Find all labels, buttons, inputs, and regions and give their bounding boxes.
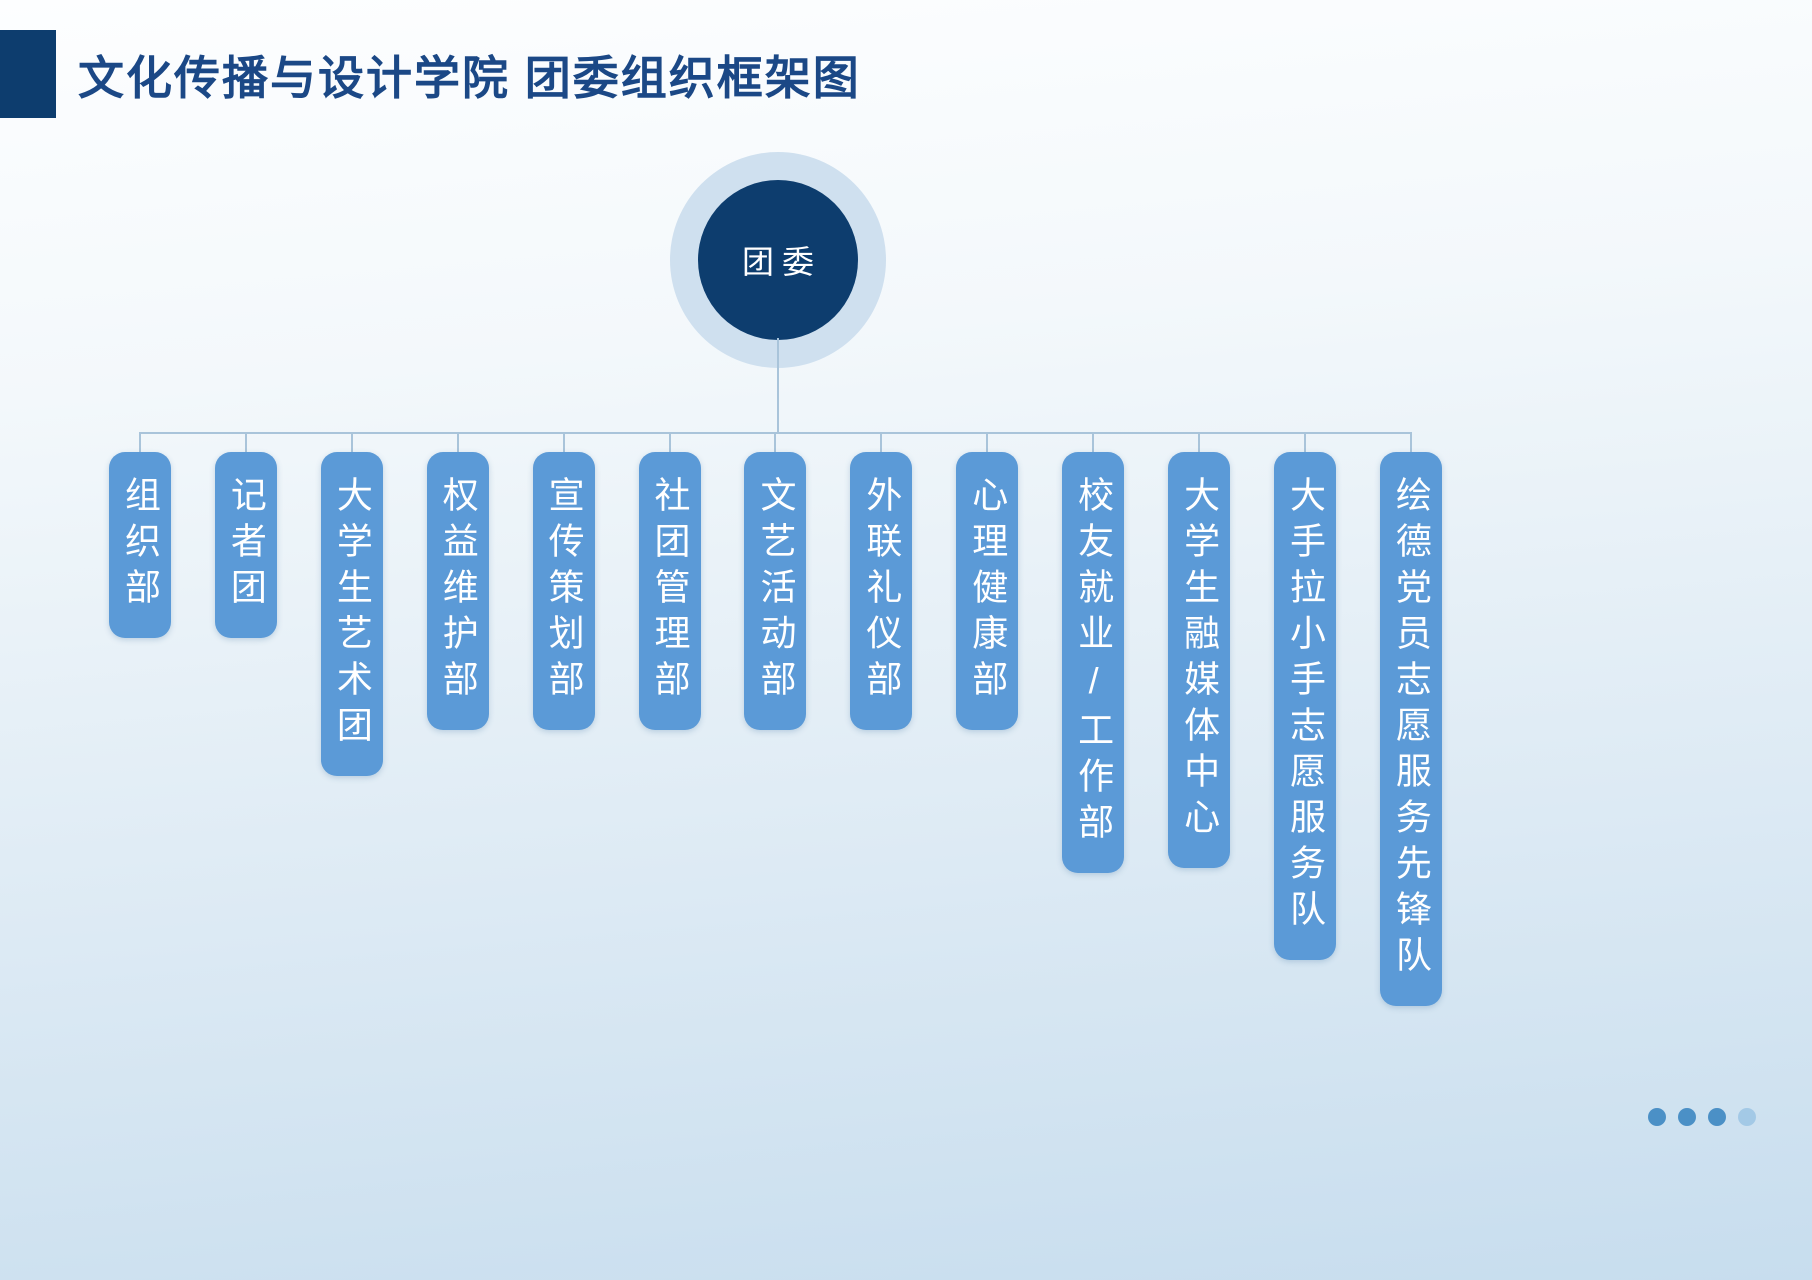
pagination-dot[interactable] xyxy=(1648,1108,1666,1126)
org-branch: 外联礼仪部 xyxy=(850,432,913,1006)
department-node: 宣传策划部 xyxy=(532,452,595,730)
connector-line xyxy=(880,432,883,452)
org-branch: 记者团 xyxy=(214,432,277,1006)
org-branch: 心理健康部 xyxy=(956,432,1019,1006)
connector-line xyxy=(668,432,671,452)
department-node: 权益维护部 xyxy=(426,452,489,730)
root-node: 团委 xyxy=(698,180,858,340)
trunk-connector-line xyxy=(777,338,779,434)
department-node: 大学生艺术团 xyxy=(320,452,383,776)
department-label: 大学生融媒体中心 xyxy=(1179,476,1221,844)
department-label: 组织部 xyxy=(120,476,161,614)
department-label: 外联礼仪部 xyxy=(861,476,903,706)
connector-line xyxy=(774,432,777,452)
department-label: 绘德党员志愿服务先锋队 xyxy=(1390,476,1432,982)
connector-line xyxy=(562,432,565,452)
department-label: 大手拉小手志愿服务队 xyxy=(1284,476,1326,936)
department-node: 文艺活动部 xyxy=(744,452,807,730)
connector-line xyxy=(1409,432,1412,452)
org-branch: 大手拉小手志愿服务队 xyxy=(1273,432,1336,1006)
department-node: 绘德党员志愿服务先锋队 xyxy=(1379,452,1442,1006)
pagination-dot[interactable] xyxy=(1738,1108,1756,1126)
pagination-dot[interactable] xyxy=(1678,1108,1696,1126)
org-branch: 组织部 xyxy=(109,432,171,1006)
department-node: 校友就业/工作部 xyxy=(1062,452,1125,873)
department-label: 权益维护部 xyxy=(437,476,479,706)
department-label: 校友就业/工作部 xyxy=(1073,476,1115,849)
department-node: 社团管理部 xyxy=(638,452,701,730)
org-branch: 大学生艺术团 xyxy=(320,432,383,1006)
connector-line xyxy=(456,432,459,452)
department-node: 记者团 xyxy=(214,452,277,638)
department-node: 组织部 xyxy=(109,452,171,638)
connector-line xyxy=(986,432,989,452)
department-node: 大学生融媒体中心 xyxy=(1168,452,1231,868)
org-branch: 宣传策划部 xyxy=(532,432,595,1006)
root-node-label: 团委 xyxy=(741,244,822,280)
org-branch: 大学生融媒体中心 xyxy=(1168,432,1231,1006)
org-branch: 绘德党员志愿服务先锋队 xyxy=(1379,432,1442,1006)
org-branch: 文艺活动部 xyxy=(744,432,807,1006)
connector-line xyxy=(1092,432,1095,452)
title-accent-square xyxy=(0,30,56,118)
department-label: 文艺活动部 xyxy=(755,476,797,706)
connector-line xyxy=(1303,432,1306,452)
pagination-dots xyxy=(1648,1108,1756,1126)
page-title: 文化传播与设计学院 团委组织框架图 xyxy=(78,52,861,104)
org-branch: 校友就业/工作部 xyxy=(1062,432,1125,1006)
department-label: 心理健康部 xyxy=(967,476,1009,706)
org-branch: 社团管理部 xyxy=(638,432,701,1006)
org-branch: 权益维护部 xyxy=(426,432,489,1006)
department-label: 记者团 xyxy=(225,476,267,614)
connector-line xyxy=(350,432,353,452)
department-label: 社团管理部 xyxy=(649,476,691,706)
department-node: 心理健康部 xyxy=(956,452,1019,730)
department-node: 大手拉小手志愿服务队 xyxy=(1273,452,1336,960)
department-label: 宣传策划部 xyxy=(543,476,585,706)
department-label: 大学生艺术团 xyxy=(331,476,373,752)
pagination-dot[interactable] xyxy=(1708,1108,1726,1126)
department-branches: 组织部 记者团 大学生艺术团 权益维护部 宣传策划部 xyxy=(109,432,1442,1006)
department-node: 外联礼仪部 xyxy=(850,452,913,730)
connector-line xyxy=(139,432,141,452)
connector-line xyxy=(1198,432,1201,452)
connector-line xyxy=(244,432,247,452)
